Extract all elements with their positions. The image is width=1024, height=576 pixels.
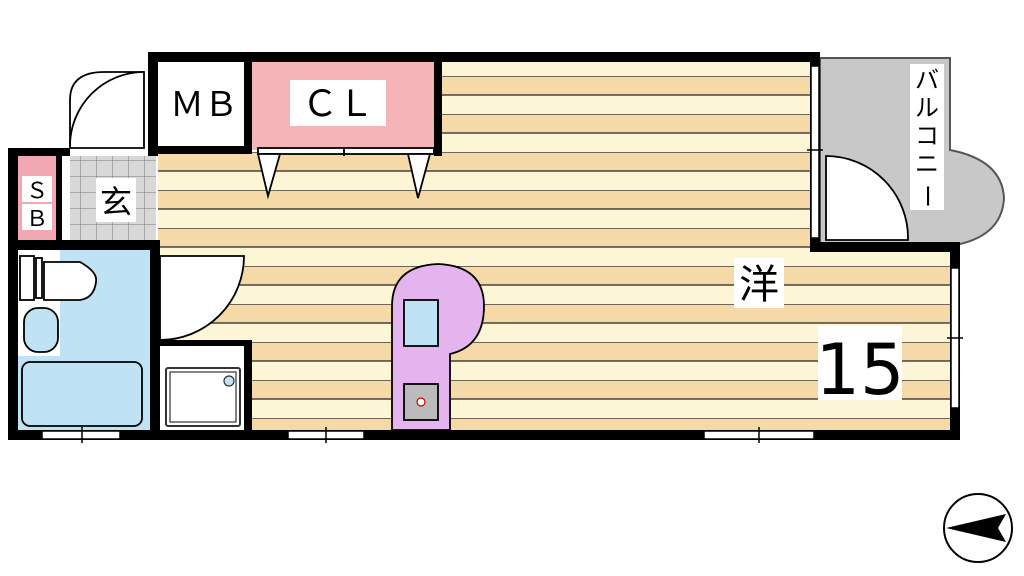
western-room-label: 洋 (739, 262, 779, 308)
door-swings (69, 71, 909, 341)
balcony-char-4: ニ (915, 150, 939, 178)
sb-label-top: Ｓ (26, 179, 48, 204)
balcony-char-1: バ (915, 66, 939, 94)
windows (41, 65, 963, 443)
toilet-tank (19, 255, 35, 301)
kitchen-counter (391, 263, 485, 431)
toilet-bowl (43, 261, 98, 301)
balcony-char-5: ー (913, 184, 941, 208)
cl-label: ＣＬ (302, 84, 374, 125)
burner-icon (416, 397, 426, 407)
mb-label: ＭＢ (170, 85, 238, 125)
western-room-size: 15 (815, 329, 904, 411)
laundry-pan (165, 367, 241, 427)
north-arrow-icon (943, 493, 1013, 563)
balcony-char-2: ル (915, 94, 939, 122)
drain-icon (223, 375, 235, 387)
kitchen-sink (403, 299, 439, 347)
balcony-char-3: コ (915, 122, 939, 150)
bath-fixtures (19, 255, 143, 427)
genkan-label: 玄 (100, 183, 132, 221)
bathtub (21, 361, 143, 427)
sink (23, 307, 59, 353)
closet-doors (256, 147, 435, 200)
sb-label-bottom: Ｂ (26, 207, 48, 232)
